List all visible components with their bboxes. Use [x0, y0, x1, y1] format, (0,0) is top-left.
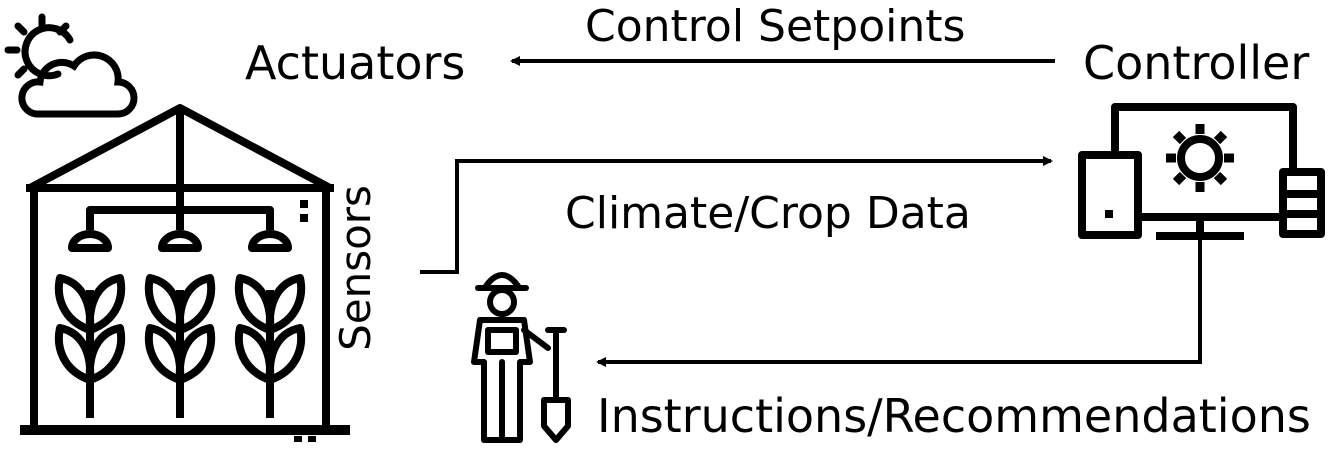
- weather-sun-cloud-icon: [4, 13, 138, 118]
- actuators-label: Actuators: [245, 36, 466, 90]
- greenhouse-icon: [20, 104, 350, 435]
- control-setpoints-label: Control Setpoints: [585, 1, 966, 52]
- sensors-label: Sensors: [331, 185, 380, 351]
- arrow-instructions-recommendations: [596, 238, 1202, 367]
- computer-icon: [1078, 103, 1325, 240]
- controller-label: Controller: [1083, 36, 1310, 90]
- instructions-recommendations-label: Instructions/Recommendations: [597, 389, 1311, 443]
- climate-crop-data-label: Climate/Crop Data: [565, 188, 971, 239]
- farmer-icon: [471, 272, 571, 443]
- arrow-climate-crop-data: [420, 156, 1053, 274]
